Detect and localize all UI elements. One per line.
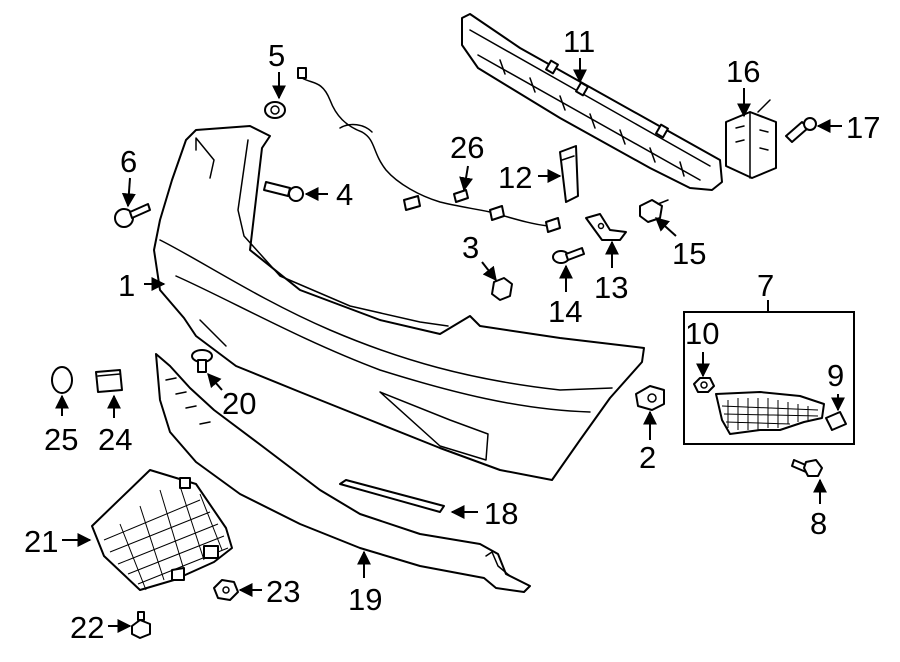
- clip-20-part[interactable]: [191, 349, 213, 373]
- strip-18-part[interactable]: [339, 479, 445, 513]
- callout-15[interactable]: 15: [672, 236, 706, 271]
- callout-12[interactable]: 12: [498, 160, 532, 195]
- bolt-8-part[interactable]: [791, 459, 823, 477]
- callout-13[interactable]: 13: [594, 270, 628, 305]
- splash-shield-part[interactable]: [91, 469, 233, 591]
- callout-20[interactable]: 20: [222, 386, 256, 421]
- callout-3[interactable]: 3: [462, 230, 479, 265]
- callout-4[interactable]: 4: [336, 177, 353, 212]
- bumper-cover-part[interactable]: [153, 125, 645, 481]
- callout-9[interactable]: 9: [827, 358, 844, 393]
- bolt-15-part[interactable]: [639, 199, 669, 223]
- callout-14[interactable]: 14: [548, 294, 582, 329]
- callout-18[interactable]: 18: [484, 496, 518, 531]
- callout-24[interactable]: 24: [98, 422, 132, 457]
- callout-6[interactable]: 6: [120, 144, 137, 179]
- callout-21[interactable]: 21: [24, 524, 58, 559]
- wiring-harness-part[interactable]: [297, 67, 561, 233]
- bracket-part[interactable]: [725, 99, 777, 179]
- bolt-17-part[interactable]: [785, 117, 817, 143]
- bracket-kit-part[interactable]: [715, 391, 825, 435]
- nut-3-part[interactable]: [491, 277, 513, 301]
- clip-5-part[interactable]: [264, 101, 286, 119]
- callout-23[interactable]: 23: [266, 574, 300, 609]
- bracket-12-part[interactable]: [559, 145, 579, 203]
- callout-7[interactable]: 7: [757, 268, 774, 303]
- bracket-13-part[interactable]: [585, 213, 627, 241]
- callout-17[interactable]: 17: [846, 110, 880, 145]
- callout-arrows: [55, 58, 845, 633]
- nut-23-part[interactable]: [213, 579, 239, 601]
- callout-22[interactable]: 22: [70, 610, 104, 645]
- callout-25[interactable]: 25: [44, 422, 78, 457]
- callout-1[interactable]: 1: [118, 268, 135, 303]
- callout-19[interactable]: 19: [348, 582, 382, 617]
- bolt-4-part[interactable]: [263, 181, 304, 202]
- bolt-6-part[interactable]: [114, 203, 151, 228]
- callout-2[interactable]: 2: [639, 440, 656, 475]
- callout-16[interactable]: 16: [726, 54, 760, 89]
- callout-26[interactable]: 26: [450, 130, 484, 165]
- reinforcement-bar-part[interactable]: [461, 13, 723, 191]
- screw-22-part[interactable]: [131, 611, 151, 639]
- clip-9-part[interactable]: [825, 411, 847, 431]
- callout-8[interactable]: 8: [810, 506, 827, 541]
- bolt-14-part[interactable]: [552, 247, 585, 264]
- nut-10-part[interactable]: [693, 377, 715, 393]
- pad-24-part[interactable]: [95, 369, 123, 393]
- sensor-2-part[interactable]: [635, 385, 665, 411]
- lower-valance-part[interactable]: [155, 353, 531, 593]
- callout-5[interactable]: 5: [268, 38, 285, 73]
- cap-25-part[interactable]: [51, 366, 73, 394]
- callout-11[interactable]: 11: [563, 24, 595, 59]
- callout-labels: 1 2 3 4 5 6 7 8 9 10 11 12 13 14 15 16 1…: [24, 24, 880, 645]
- callout-10[interactable]: 10: [685, 316, 719, 351]
